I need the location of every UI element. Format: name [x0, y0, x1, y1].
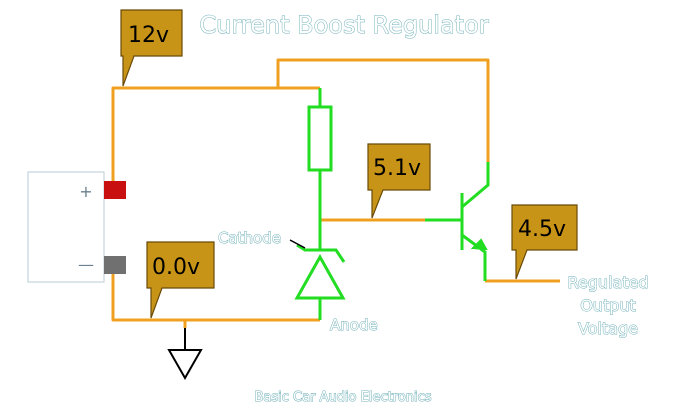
diagram-title: Current Boost Regulator: [199, 11, 488, 39]
transistor-collector: [461, 162, 490, 209]
callout-supply-label: 12v: [128, 23, 169, 48]
wires: [111, 58, 560, 328]
battery-minus-sign: —: [78, 255, 94, 274]
supply-wire: [111, 86, 320, 181]
callout-base: 5.1v: [367, 143, 431, 219]
callout-ground-label: 0.0v: [152, 255, 200, 280]
cathode-pointer: [289, 239, 306, 249]
cathode-label: Cathode: [218, 229, 281, 247]
battery-positive-terminal: [104, 181, 126, 199]
battery-plus-sign: +: [79, 182, 92, 201]
callout-supply: 12v: [120, 9, 183, 87]
output-label-line3: Voltage: [578, 319, 638, 338]
output-label-line2: Output: [580, 296, 636, 315]
callout-base-label: 5.1v: [373, 156, 421, 181]
battery-icon: + —: [27, 171, 126, 283]
transistor-emitter: [461, 233, 487, 281]
component-leads: [318, 88, 462, 320]
collector-wire: [276, 58, 490, 162]
output-label-line1: Regulated: [567, 273, 648, 292]
zener-diode-icon: [294, 238, 346, 300]
battery-negative-terminal: [104, 256, 126, 274]
callout-output-label: 4.5v: [518, 217, 566, 242]
ground-triangle: [167, 349, 203, 381]
npn-transistor-icon: [460, 162, 490, 281]
callout-ground: 0.0v: [146, 241, 215, 319]
zener-triangle: [294, 253, 346, 300]
ground-symbol-icon: [167, 328, 203, 381]
footer-credit: Basic Car Audio Electronics: [254, 390, 431, 405]
anode-label: Anode: [330, 316, 378, 334]
battery-body: [27, 171, 105, 283]
transistor-emitter-arrow-icon: [470, 238, 488, 251]
ground-wire: [111, 274, 320, 322]
resistor-icon: [307, 105, 333, 172]
callout-output: 4.5v: [511, 204, 578, 280]
